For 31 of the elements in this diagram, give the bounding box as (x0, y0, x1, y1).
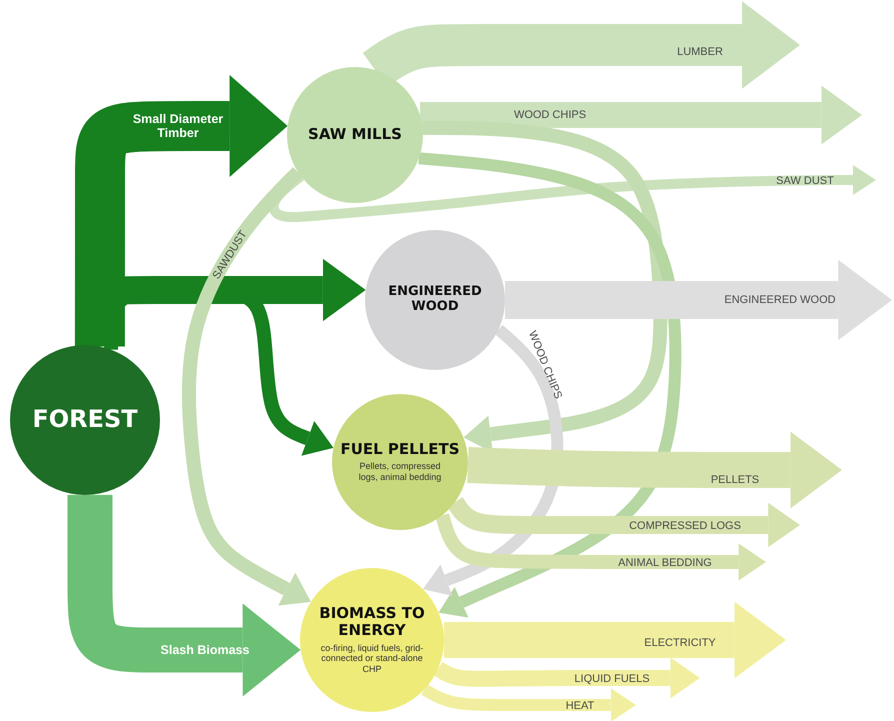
node-title: FOREST (32, 406, 138, 434)
flow-arrow (432, 658, 700, 698)
edge-label: PELLETS (710, 474, 760, 486)
edge-label: ANIMAL BEDDING (618, 557, 712, 569)
flow-arrow (467, 432, 842, 508)
flow-arrow (182, 167, 311, 606)
edge-label: Slash Biomass (160, 643, 250, 657)
node-title: BIOMASS TO ENERGY (318, 605, 426, 640)
edge-label: WOOD CHIPS (514, 109, 586, 121)
flow-arrow (420, 86, 862, 144)
flow-arrow (422, 324, 564, 596)
edge-label: HEAT (566, 700, 594, 712)
edge-label: WOOD CHIPS (526, 329, 564, 401)
flow-arrow (418, 152, 682, 618)
edge-label: SAW DUST (776, 175, 834, 187)
flow-arrow (268, 165, 876, 222)
edge-label: ENGINEERED WOOD (724, 294, 836, 306)
flow-arrow (505, 260, 892, 340)
node-title: SAW MILLS (308, 126, 402, 144)
edge-label: LUMBER (677, 46, 723, 58)
node-description: co-firing, liquid fuels, grid-connected or stand-alone CHP (320, 642, 424, 675)
node-title: ENGINEERED WOOD (387, 285, 483, 315)
edge-label: LIQUID FUELS (574, 673, 650, 685)
flow-arrow (421, 684, 636, 721)
node-description: Pellets, compressed logs, animal bedding (358, 461, 442, 483)
node-title: FUEL PELLETS (340, 441, 460, 458)
edge-label: ELECTRICITY (644, 637, 716, 649)
edge-label: COMPRESSED LOGS (629, 520, 741, 532)
flow-arrow (436, 513, 766, 581)
flow-arrow (447, 496, 800, 548)
edge-label: Small Diameter Timber (132, 112, 224, 140)
